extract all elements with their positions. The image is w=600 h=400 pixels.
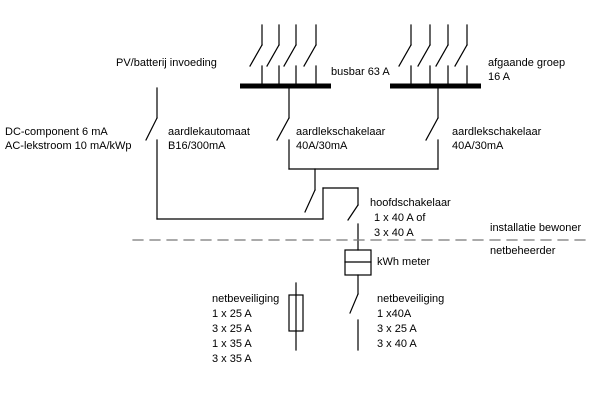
net-fuse-rating-3: 1 x 35 A <box>212 338 252 350</box>
net-breaker-symbol <box>349 293 359 351</box>
main-switch-label: hoofdschakelaar <box>370 197 451 209</box>
kwh-meter-label: kWh meter <box>377 256 431 268</box>
outgoing-group-rating: 16 A <box>488 71 511 83</box>
net-fuse-rating-4: 3 x 35 A <box>212 353 252 365</box>
net-fuse-label: netbeveiliging <box>212 293 279 305</box>
outgoing-group-label: afgaande groep <box>488 57 565 69</box>
main-switch-rating-2: 3 x 40 A <box>374 227 414 239</box>
rcd-1-symbol <box>276 87 290 170</box>
rcbo-label: aardlekautomaat <box>168 126 250 138</box>
net-breaker-label: netbeveiliging <box>377 293 444 305</box>
junction-switch <box>304 187 359 220</box>
zone-operator-label: netbeheerder <box>490 245 556 257</box>
net-fuse-rating-2: 3 x 25 A <box>212 323 252 335</box>
zone-resident-label: installatie bewoner <box>490 222 581 234</box>
net-breaker-rating-2: 3 x 25 A <box>377 323 417 335</box>
net-breaker-rating-3: 3 x 40 A <box>377 338 417 350</box>
rcd-1-label: aardlekschakelaar <box>296 126 386 138</box>
fuse-symbol <box>288 282 304 351</box>
pv-infeed-label: PV/batterij invoeding <box>116 57 217 69</box>
busbar-label: busbar 63 A <box>331 66 390 78</box>
left-feeder-switches <box>249 24 317 85</box>
main-switch-symbol <box>347 204 359 251</box>
ac-leakage-label: AC-lekstroom 10 mA/kWp <box>5 140 132 152</box>
rcd-2-rating: 40A/30mA <box>452 140 504 152</box>
dc-component-label: DC-component 6 mA <box>5 126 108 138</box>
right-feeder-switches <box>398 24 468 85</box>
net-breaker-rating-1: 1 x40A <box>377 308 412 320</box>
rcd-2-label: aardlekschakelaar <box>452 126 542 138</box>
kwh-meter-symbol <box>344 249 372 295</box>
rcd-1-rating: 40A/30mA <box>296 140 348 152</box>
pv-rcbo-symbol <box>145 87 324 220</box>
rcd-2-symbol <box>425 87 439 170</box>
rcbo-rating: B16/300mA <box>168 140 226 152</box>
net-fuse-rating-1: 1 x 25 A <box>212 308 252 320</box>
main-switch-rating-1: 1 x 40 A of <box>374 212 426 224</box>
